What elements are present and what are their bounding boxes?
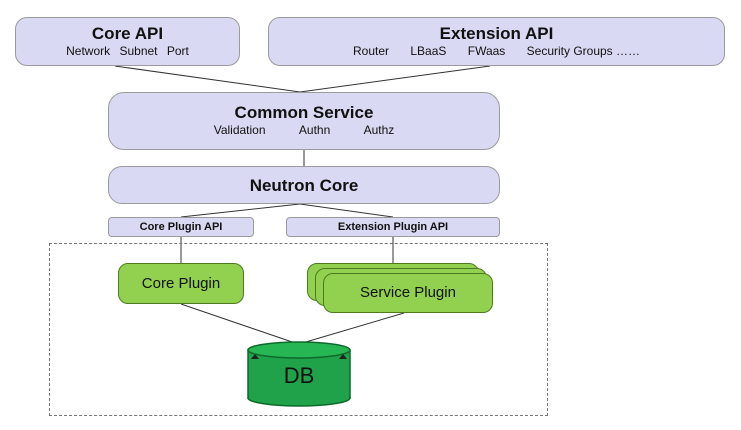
core-api-item-port: Port [166,44,189,58]
common-service-items: Validation Authn Authz [109,123,499,137]
common-service-item-authn: Authn [298,123,331,137]
connector-core-api-to-common [114,65,301,93]
common-service-item-authz: Authz [363,123,395,137]
plugin-boundary [49,243,548,416]
common-service-item-validation: Validation [213,123,266,137]
connector-service-plugin-to-db [298,312,405,345]
core-api-box: Core API Network Subnet Port [15,17,240,66]
core-plugin-box: Core Plugin [118,263,244,304]
extension-api-item-fwaas: FWaas [467,44,506,58]
neutron-core-title: Neutron Core [249,176,359,195]
extension-api-item-lbaas: LBaaS [410,44,447,58]
db-label: DB [283,363,315,388]
common-service-box: Common Service Validation Authn Authz [108,92,500,150]
extension-api-item-router: Router [352,44,390,58]
extension-plugin-api-box: Extension Plugin API [286,217,500,237]
extension-api-box: Extension API Router LBaaS FWaas Securit… [268,17,725,66]
core-api-item-network: Network [66,44,111,58]
extension-api-items: Router LBaaS FWaas Security Groups …… [269,44,724,58]
neutron-core-box: Neutron Core [108,166,500,204]
extension-api-item-security-groups: Security Groups …… [526,44,641,58]
connector-ext-api-to-common [299,65,491,93]
common-service-title: Common Service [234,103,374,122]
connector-core-plugin-to-db [180,303,299,345]
connector-neutron-to-ext-plugin-api [299,203,394,218]
extension-api-title: Extension API [439,24,554,43]
db-cylinder [247,341,351,407]
connector-neutron-to-core-plugin-api [180,203,301,218]
core-api-title: Core API [91,24,164,43]
core-plugin-api-box: Core Plugin API [108,217,254,237]
core-api-item-subnet: Subnet [119,44,158,58]
service-plugin-box: Service Plugin [323,273,493,313]
core-api-items: Network Subnet Port [16,44,239,58]
